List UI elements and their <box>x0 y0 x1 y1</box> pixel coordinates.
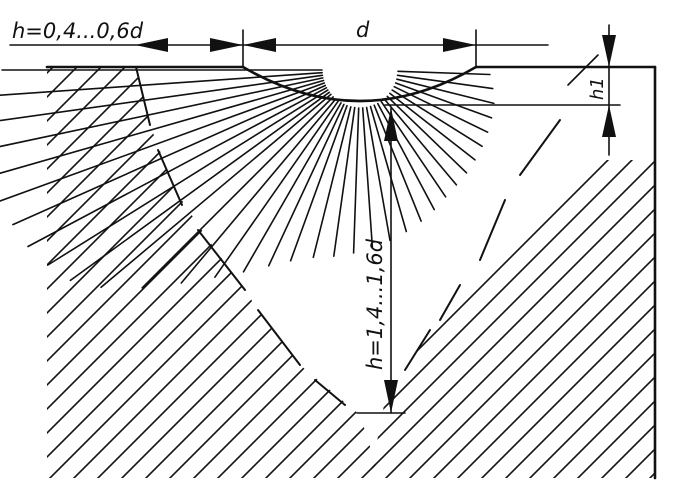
weld-ray <box>332 106 356 258</box>
hatch-line <box>0 0 72 489</box>
weld-ray <box>0 82 326 202</box>
hatch-line <box>99 67 380 478</box>
hatch-line <box>47 67 337 478</box>
weld-ray <box>12 84 327 226</box>
outer-depth-label: h=0,4...0,6d <box>12 19 144 43</box>
fusion-boundary-right <box>404 119 561 371</box>
hatch-line <box>0 0 24 489</box>
weld-ray <box>369 105 408 233</box>
hatch-line <box>411 160 655 478</box>
hatch-line <box>370 160 655 478</box>
top-dimension-arrows <box>135 38 476 52</box>
weld-ray <box>214 100 340 279</box>
hatch-line <box>370 160 649 478</box>
weld-ray <box>100 93 332 289</box>
hatch-line <box>628 0 677 489</box>
hatch-line <box>370 160 655 478</box>
hatch-line <box>507 160 655 478</box>
weld-ray <box>394 82 493 119</box>
hatch-line <box>0 0 264 489</box>
hatch-line <box>0 0 312 489</box>
fusion-boundary-left <box>135 66 346 406</box>
hatch-line <box>47 67 49 478</box>
weld-bead-radial-lines <box>0 69 495 289</box>
weld-ray <box>365 106 391 242</box>
hatch-line <box>47 67 193 478</box>
hatch-line <box>47 67 380 478</box>
hatch-line <box>47 67 380 478</box>
hatch-line <box>147 67 380 478</box>
hatch-line <box>0 0 144 489</box>
hatch-line <box>370 160 481 478</box>
weld-ray <box>376 102 436 211</box>
weld-ray <box>312 106 352 259</box>
inner-depth-dimension-arrows <box>384 108 398 413</box>
hatch-line <box>387 160 655 478</box>
weld-ray <box>27 87 328 248</box>
weld-ray <box>0 74 324 122</box>
weld-ray <box>352 107 360 254</box>
weld-ray <box>396 78 495 105</box>
hatch-line <box>388 0 677 489</box>
weld-ray <box>383 98 458 186</box>
weld-ray <box>141 96 334 289</box>
weld-ray <box>47 89 329 266</box>
hatch-line <box>47 67 380 478</box>
hatch-line <box>47 67 313 478</box>
hatch-line <box>0 0 120 489</box>
hatch-line <box>47 67 217 478</box>
weld-ray <box>69 91 331 282</box>
inner-depth-dimension <box>356 107 406 414</box>
weld-ray <box>180 98 337 284</box>
weld-ray <box>289 104 348 262</box>
hatch-line <box>370 160 409 478</box>
hatch-line <box>47 67 121 478</box>
hatch-line <box>459 160 655 478</box>
hatch-line <box>627 160 655 478</box>
hatch-line <box>47 67 169 478</box>
hatch-line <box>370 160 655 478</box>
weld-ray <box>361 107 374 249</box>
h1-label: h1 <box>587 77 608 100</box>
h1-dimension-arrows <box>602 35 616 137</box>
plate-surface-outline <box>45 65 657 480</box>
weld-ray <box>242 102 342 273</box>
hatch-line <box>0 0 24 489</box>
weld-ray <box>391 89 483 148</box>
weld-ray <box>267 103 345 267</box>
weld-ray <box>393 85 489 133</box>
hatch-line <box>47 67 289 478</box>
hatch-line <box>531 160 655 478</box>
hatch-line <box>370 160 385 478</box>
inner-depth-label: h=1,4...1,6d <box>363 238 387 370</box>
hatch-line <box>0 0 168 489</box>
hatch-line <box>0 0 336 489</box>
hatch-line <box>195 67 380 478</box>
hatch-line <box>243 67 380 478</box>
hatch-line <box>435 160 655 478</box>
hatch-line <box>219 67 380 478</box>
weld-ray <box>0 77 324 148</box>
hatch-line <box>0 0 48 489</box>
weld-ray <box>0 71 323 97</box>
weld-ray <box>386 95 468 174</box>
hatch-line <box>267 67 380 478</box>
hatch-line <box>0 0 288 489</box>
hatch-line <box>171 67 380 478</box>
hatch-line <box>483 160 655 478</box>
hatch-line <box>370 160 655 478</box>
weld-ray <box>397 70 491 76</box>
hatch-line <box>370 160 655 478</box>
diameter-label: d <box>356 18 370 42</box>
hatch-line <box>47 67 265 478</box>
hatch-line <box>555 160 655 478</box>
hatch-line <box>47 67 145 478</box>
hatch-line <box>47 67 73 478</box>
weld-ray <box>0 79 325 175</box>
weld-ray <box>373 104 422 222</box>
hatch-line <box>370 160 601 478</box>
